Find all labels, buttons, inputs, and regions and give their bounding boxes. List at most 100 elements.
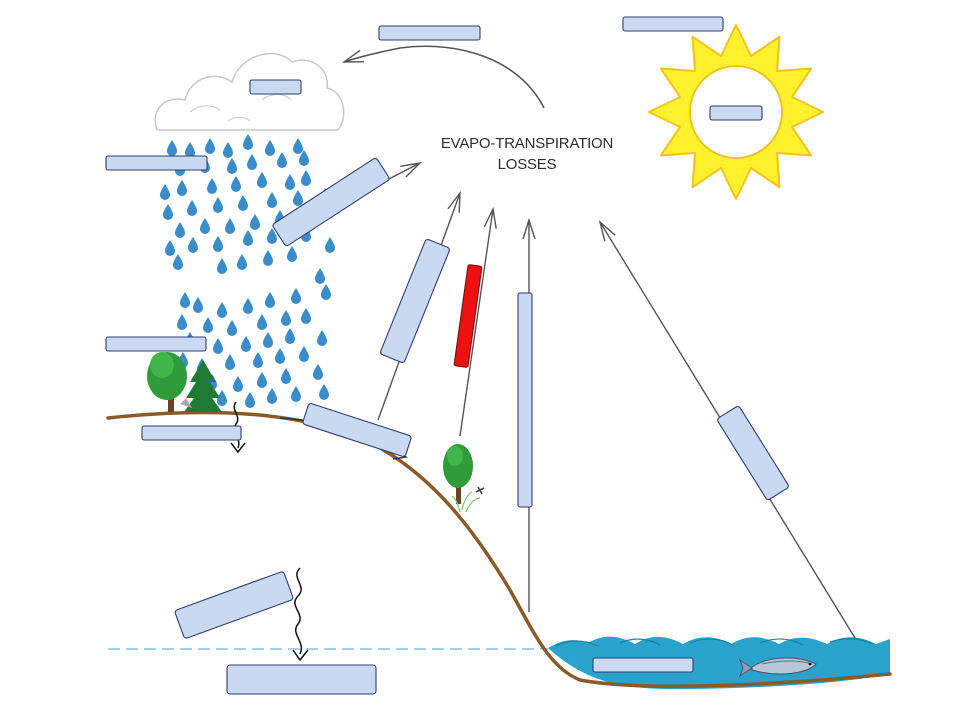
rain-drop — [225, 218, 235, 234]
rain-drop — [275, 348, 285, 364]
rain-drop — [265, 140, 275, 156]
rain-drop — [299, 346, 309, 362]
rain-drop — [217, 302, 227, 318]
rain-drop — [313, 364, 323, 380]
rain-drop — [213, 338, 223, 354]
tree-icon — [443, 444, 485, 513]
rain-drop — [167, 140, 177, 156]
rain-drop — [257, 314, 267, 330]
rain-drop — [225, 354, 235, 370]
label-box-river-evaporation[interactable] — [517, 292, 533, 508]
rain-drop — [177, 180, 187, 196]
tree-icon — [147, 352, 222, 412]
label-box-precipitation[interactable] — [105, 155, 208, 171]
rain-drop — [315, 268, 325, 284]
rain-drop — [257, 372, 267, 388]
evapotranspiration-heading: EVAPO-TRANSPIRATION — [441, 135, 613, 152]
rain-drop — [321, 284, 331, 300]
rain-drop — [173, 254, 183, 270]
rain-drop — [281, 310, 291, 326]
rain-drop — [257, 172, 267, 188]
rain-drop — [213, 197, 223, 213]
rain-drop — [217, 258, 227, 274]
label-box-interception-evaporation[interactable] — [272, 157, 390, 247]
rain-drop — [267, 388, 277, 404]
water-waves — [554, 638, 873, 647]
rain-drop — [291, 288, 301, 304]
wavy-arrow-icon — [294, 567, 303, 655]
label-box-surface-runoff[interactable] — [302, 403, 412, 457]
label-box-groundwater[interactable] — [226, 664, 377, 695]
rain-drop — [231, 176, 241, 192]
rain-drop — [180, 292, 190, 308]
rain-drop — [213, 236, 223, 252]
fish-icon — [738, 657, 817, 678]
rain-drop — [319, 384, 329, 400]
rain-drop — [291, 386, 301, 402]
rain-drop — [243, 298, 253, 314]
wavy-arrow-icon — [233, 401, 240, 449]
rain-drop — [163, 204, 173, 220]
rain-drop — [287, 246, 297, 262]
label-box-open-water[interactable] — [592, 657, 694, 673]
rain-drop — [243, 134, 253, 150]
rain-drop — [253, 352, 263, 368]
rain-drop — [247, 154, 257, 170]
label-box-top-arrow[interactable] — [378, 25, 481, 41]
label-box-soil-evaporation[interactable] — [380, 239, 451, 364]
rain-drop — [265, 292, 275, 308]
rain-drop — [277, 152, 287, 168]
rain-drop — [301, 308, 311, 324]
transpiration-arrow — [459, 209, 493, 437]
rain-drop — [250, 214, 260, 230]
rain-drop — [281, 368, 291, 384]
rain-drop — [293, 190, 303, 206]
rain-drop — [223, 142, 233, 158]
label-box-transpiration[interactable] — [453, 264, 483, 368]
label-box-lake-evaporation[interactable] — [717, 405, 790, 501]
rain-drop — [317, 330, 327, 346]
rain-drop — [238, 195, 248, 211]
rain-drop — [160, 184, 170, 200]
water-body — [548, 636, 890, 690]
rain-drop — [227, 320, 237, 336]
label-box-sun[interactable] — [709, 105, 763, 121]
rain-drop — [285, 328, 295, 344]
evapotranspiration-heading: LOSSES — [498, 156, 557, 173]
rain-drop — [193, 297, 203, 313]
label-box-infiltration[interactable] — [141, 425, 242, 441]
rain-drop — [325, 237, 335, 253]
label-box-cloud[interactable] — [249, 79, 302, 95]
rain-drop — [175, 222, 185, 238]
rain-drop — [187, 200, 197, 216]
rain-drop — [301, 170, 311, 186]
rain-drop — [237, 254, 247, 270]
rain-drop — [241, 336, 251, 352]
rain-drop — [293, 138, 303, 154]
arrowhead — [292, 649, 309, 662]
rain-drops-icon — [160, 134, 335, 408]
rain-drop — [205, 138, 215, 154]
rain-drop — [227, 158, 237, 174]
rain-drop — [233, 376, 243, 392]
label-box-canopy[interactable] — [105, 336, 207, 352]
rain-drop — [267, 192, 277, 208]
rain-drop — [165, 240, 175, 256]
rain-drop — [285, 174, 295, 190]
label-box-percolation[interactable] — [174, 571, 294, 639]
rain-drop — [200, 218, 210, 234]
rain-drop — [188, 237, 198, 253]
rain-drop — [263, 332, 273, 348]
label-box-sun-title[interactable] — [622, 16, 724, 32]
arrowhead — [230, 442, 246, 454]
rain-drop — [263, 250, 273, 266]
rain-drop — [243, 230, 253, 246]
rain-drop — [177, 314, 187, 330]
rain-drop — [207, 178, 217, 194]
moisture-return-arrow — [344, 45, 545, 109]
rain-drop — [245, 392, 255, 408]
rain-drop — [203, 317, 213, 333]
label-boxes — [105, 16, 790, 695]
